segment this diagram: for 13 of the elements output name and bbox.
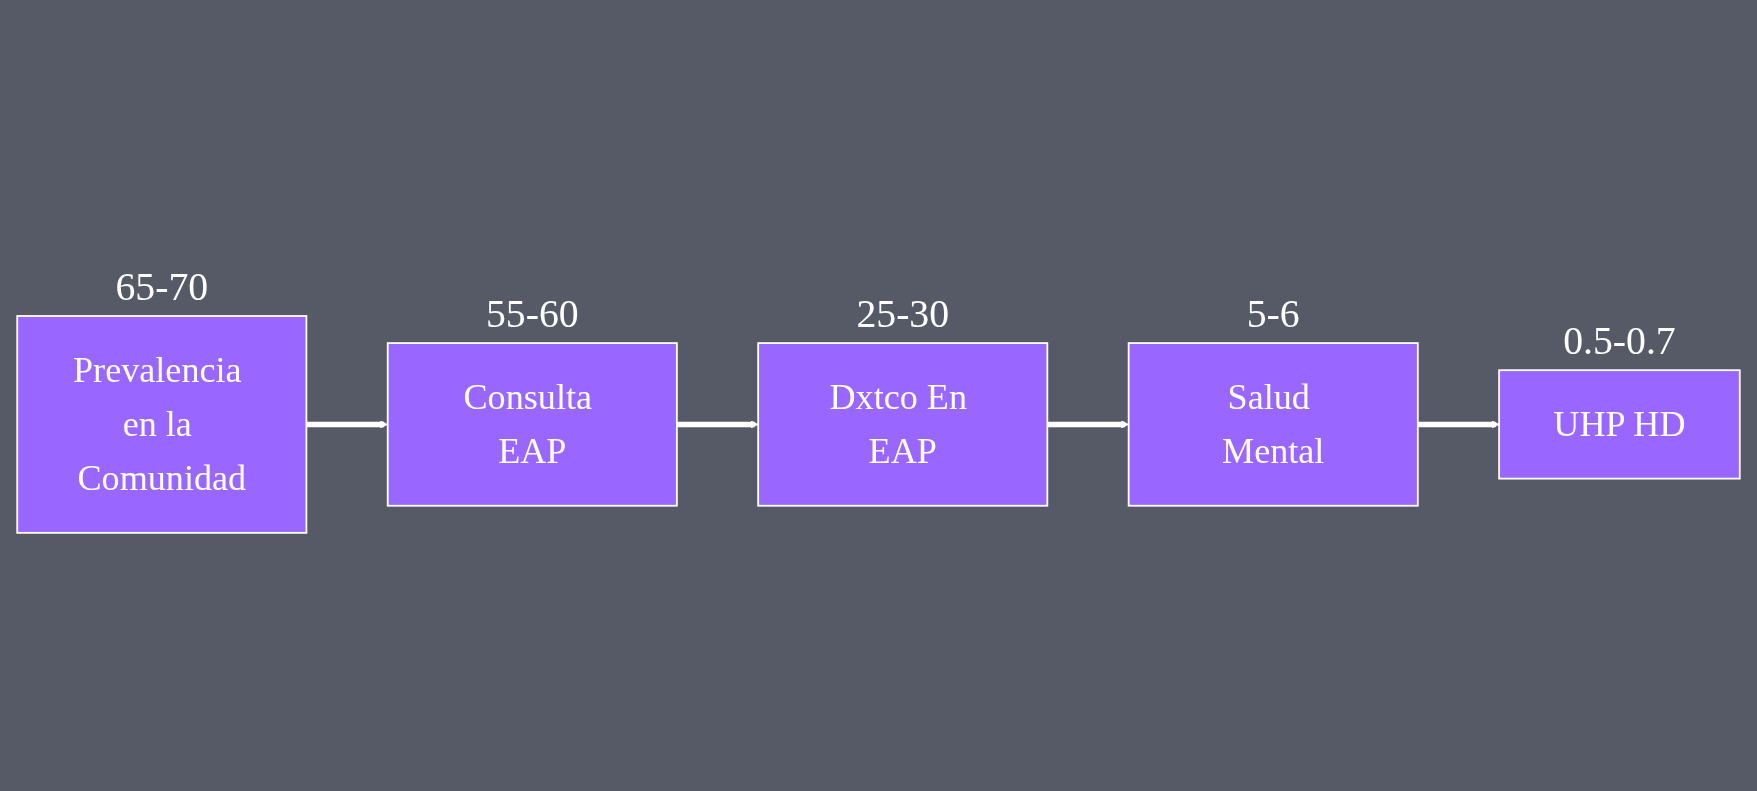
node-box: Consulta EAP	[386, 342, 678, 507]
arrow	[1047, 420, 1129, 429]
value-label: 25-30	[856, 291, 950, 336]
node-box: UHP HD	[1498, 369, 1741, 480]
value-label: 65-70	[115, 264, 209, 309]
node-box: Salud Mental	[1127, 342, 1419, 507]
value-label: 0.5-0.7	[1563, 318, 1676, 363]
value-label: 55-60	[485, 291, 579, 336]
node-box: Prevalencia en la Comunidad	[16, 315, 308, 534]
arrow	[676, 420, 759, 429]
arrow	[1417, 420, 1500, 429]
node-box: Dxtco En EAP	[757, 342, 1049, 507]
value-label: 5-6	[1246, 291, 1300, 336]
